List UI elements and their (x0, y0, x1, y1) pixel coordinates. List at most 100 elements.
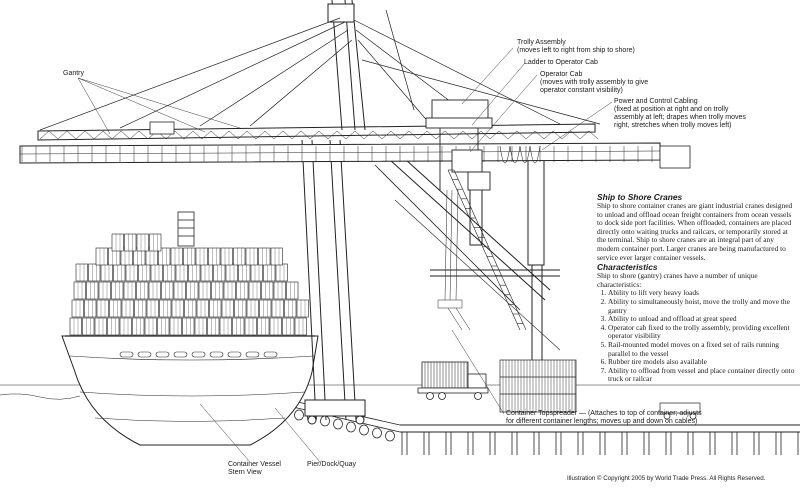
ship-container (269, 317, 282, 336)
ship-container (200, 263, 213, 282)
ship-container (186, 281, 199, 300)
ship-container (75, 263, 88, 282)
ship-container (149, 233, 162, 252)
ship-container (275, 263, 288, 282)
ship-container (182, 317, 195, 336)
ship-container (158, 247, 171, 266)
ship-container (284, 299, 297, 318)
ship-container (150, 263, 163, 282)
characteristics-list: Ability to lift very heavy loads Ability… (597, 289, 795, 384)
ship-container (183, 247, 196, 266)
ship-container (71, 299, 84, 318)
ship-container (271, 299, 284, 318)
ship-container (220, 247, 233, 266)
ship-container (170, 247, 183, 266)
ship-container (207, 317, 220, 336)
label-ladder: Ladder to Operator Cab (524, 59, 598, 66)
ship-container (86, 281, 99, 300)
list-item: Operator cab fixed to the trolly assembl… (608, 323, 795, 341)
label-power-cabling: Power and Control Cabling (fixed at posi… (614, 98, 746, 129)
ship-container (263, 263, 276, 282)
ship-container (245, 247, 258, 266)
ship-container (244, 317, 257, 336)
ship-container (148, 281, 161, 300)
railcar (659, 402, 701, 420)
list-item: Ability to lift very heavy loads (608, 289, 795, 298)
dock-containers (499, 359, 577, 413)
description-block: Ship to Shore Cranes Ship to shore conta… (597, 192, 795, 384)
ship-container (96, 299, 109, 318)
ship-container (175, 263, 188, 282)
ship-container (169, 317, 182, 336)
ship-container (238, 263, 251, 282)
ship-container (259, 299, 272, 318)
list-item: Rail-mounted model moves on a fixed set … (608, 340, 795, 358)
ship-container (225, 263, 238, 282)
label-gantry: Gantry (63, 70, 85, 77)
ship-container (132, 317, 145, 336)
ship-container (111, 233, 124, 252)
ship-container (232, 317, 245, 336)
ship-container (286, 281, 299, 300)
ship-container (100, 263, 113, 282)
ship-container (194, 317, 207, 336)
ship-container (223, 281, 236, 300)
ship-container (124, 233, 137, 252)
list-item: Ability to simultaneously hoist, move th… (608, 297, 795, 315)
ship-container (94, 317, 107, 336)
ship-container (98, 281, 111, 300)
ship-container (257, 317, 270, 336)
description-title: Ship to Shore Cranes (597, 192, 683, 202)
ship-container (248, 281, 261, 300)
label-operator-cab: Operator Cab (moves with trolly assembly… (540, 71, 649, 94)
ship-container (136, 281, 149, 300)
ship-container (234, 299, 247, 318)
label-pier: Pier/Dock/Quay (307, 461, 357, 468)
ship-container (198, 281, 211, 300)
ship-container (69, 317, 82, 336)
ship-container (73, 281, 86, 300)
ship-container (161, 281, 174, 300)
ship-container (144, 317, 157, 336)
ship-container (157, 317, 170, 336)
truck (417, 361, 489, 400)
ship-container (213, 263, 226, 282)
ship-container (121, 299, 134, 318)
list-item: Ability to offload from vessel and place… (608, 366, 795, 384)
crane-apex (39, 0, 601, 131)
ship-container (119, 317, 132, 336)
list-item: Rubber tire models also available (608, 357, 795, 367)
ship-container (146, 299, 159, 318)
ship-container (296, 299, 309, 318)
ship-container (125, 263, 138, 282)
ship-container (209, 299, 222, 318)
ship-container (134, 299, 147, 318)
label-trolly-assembly: Trolly Assembly (moves left to right fro… (517, 39, 635, 54)
ship-container (159, 299, 172, 318)
ship-container (250, 263, 263, 282)
ship-container (208, 247, 221, 266)
ship-container (246, 299, 259, 318)
copyright-notice: Illustration © Copyright 2005 by World T… (567, 475, 766, 482)
ship-container (163, 263, 176, 282)
ship-container (233, 247, 246, 266)
characteristics-intro: Ship to shore (gantry) cranes have a num… (597, 271, 758, 289)
ship-container (219, 317, 232, 336)
ship-container (107, 317, 120, 336)
ship-container (236, 281, 249, 300)
ship-container (138, 263, 151, 282)
ship-container (195, 247, 208, 266)
list-item: Ability to unload and offload at great s… (608, 315, 795, 324)
gantry-boom (19, 121, 691, 169)
ship-container (109, 299, 122, 318)
ship-container (171, 299, 184, 318)
ship-container (84, 299, 97, 318)
ship-container (282, 317, 295, 336)
ship-container (113, 263, 126, 282)
ship-container (273, 281, 286, 300)
operator-cab (451, 149, 483, 173)
ladder (447, 169, 527, 331)
trolly-assembly (425, 99, 541, 191)
leader-lines (77, 47, 613, 463)
ship-container (88, 263, 101, 282)
